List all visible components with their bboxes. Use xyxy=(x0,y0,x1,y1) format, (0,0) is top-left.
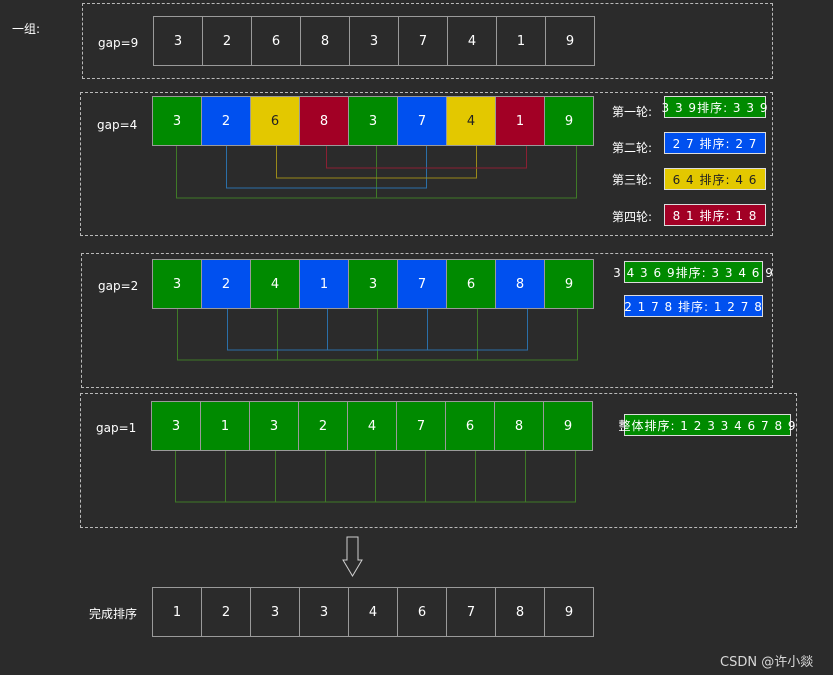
gap2-box xyxy=(81,253,773,388)
array-cell: 3 xyxy=(348,259,398,309)
round3-label: 第三轮: xyxy=(612,173,653,187)
array-cell: 3 xyxy=(250,587,300,637)
array-cell: 1 xyxy=(496,16,546,66)
array-cell: 8 xyxy=(495,259,545,309)
array-cell: 2 xyxy=(201,587,251,637)
group-label: 一组: xyxy=(12,22,41,36)
round1-label: 第一轮: xyxy=(612,105,653,119)
round1-tag: 3 3 9排序: 3 3 9 xyxy=(662,96,767,118)
array-cell: 3 xyxy=(153,16,203,66)
gap1-tag: 整体排序: 1 2 3 3 4 6 7 8 9 xyxy=(618,414,796,436)
round4-label: 第四轮: xyxy=(612,210,653,224)
array-cell: 8 xyxy=(495,587,545,637)
array-cell: 7 xyxy=(446,587,496,637)
gap2-even-tag: 3 4 3 6 9排序: 3 3 4 6 9 xyxy=(613,261,773,283)
array-cell: 9 xyxy=(543,401,593,451)
array-cell: 6 xyxy=(397,587,447,637)
array-cell: 6 xyxy=(445,401,495,451)
array-cell: 1 xyxy=(299,259,349,309)
array-cell: 8 xyxy=(300,16,350,66)
gap1-box xyxy=(80,393,797,528)
array-cell: 3 xyxy=(348,96,398,146)
watermark: CSDN @许小燚 xyxy=(720,655,814,670)
array-cell: 6 xyxy=(250,96,300,146)
array-cell: 2 xyxy=(202,16,252,66)
array-cell: 6 xyxy=(251,16,301,66)
array-cell: 7 xyxy=(396,401,446,451)
array-cell: 1 xyxy=(200,401,250,451)
round3-tag: 6 4 排序: 4 6 xyxy=(664,168,766,190)
array-cell: 3 xyxy=(299,587,349,637)
final-label: 完成排序 xyxy=(89,607,138,621)
gap4-line-round3 xyxy=(276,146,477,179)
gap9-box xyxy=(82,3,773,79)
down-arrow-icon xyxy=(342,536,363,577)
gap1-label: gap=1 xyxy=(96,421,137,435)
array-cell: 3 xyxy=(249,401,299,451)
array-cell: 3 xyxy=(151,401,201,451)
array-cell: 9 xyxy=(544,96,594,146)
array-cell: 4 xyxy=(347,401,397,451)
gap2-odd-tag: 2 1 7 8 排序: 1 2 7 8 xyxy=(624,295,763,317)
array-cell: 1 xyxy=(495,96,545,146)
gap4-line-round4 xyxy=(326,146,527,169)
array-cell: 8 xyxy=(494,401,544,451)
gap9-label: gap=9 xyxy=(98,36,139,50)
array-cell: 4 xyxy=(250,259,300,309)
array-cell: 8 xyxy=(299,96,349,146)
array-cell: 1 xyxy=(152,587,202,637)
array-cell: 4 xyxy=(446,96,496,146)
gap4-box xyxy=(80,92,773,236)
array-cell: 3 xyxy=(152,259,202,309)
array-cell: 2 xyxy=(201,259,251,309)
gap2-line-odd xyxy=(227,309,528,351)
round2-tag: 2 7 排序: 2 7 xyxy=(664,132,766,154)
array-cell: 4 xyxy=(447,16,497,66)
round4-tag: 8 1 排序: 1 8 xyxy=(664,204,766,226)
round2-label: 第二轮: xyxy=(612,141,653,155)
array-cell: 7 xyxy=(398,16,448,66)
gap2-label: gap=2 xyxy=(98,279,139,293)
array-cell: 9 xyxy=(545,16,595,66)
gap4-line-round2 xyxy=(226,146,427,189)
gap4-label: gap=4 xyxy=(97,118,138,132)
array-cell: 3 xyxy=(349,16,399,66)
array-cell: 2 xyxy=(201,96,251,146)
array-cell: 2 xyxy=(298,401,348,451)
array-cell: 9 xyxy=(544,587,594,637)
array-cell: 6 xyxy=(446,259,496,309)
array-cell: 7 xyxy=(397,259,447,309)
array-cell: 9 xyxy=(544,259,594,309)
array-cell: 4 xyxy=(348,587,398,637)
array-cell: 7 xyxy=(397,96,447,146)
array-cell: 3 xyxy=(152,96,202,146)
